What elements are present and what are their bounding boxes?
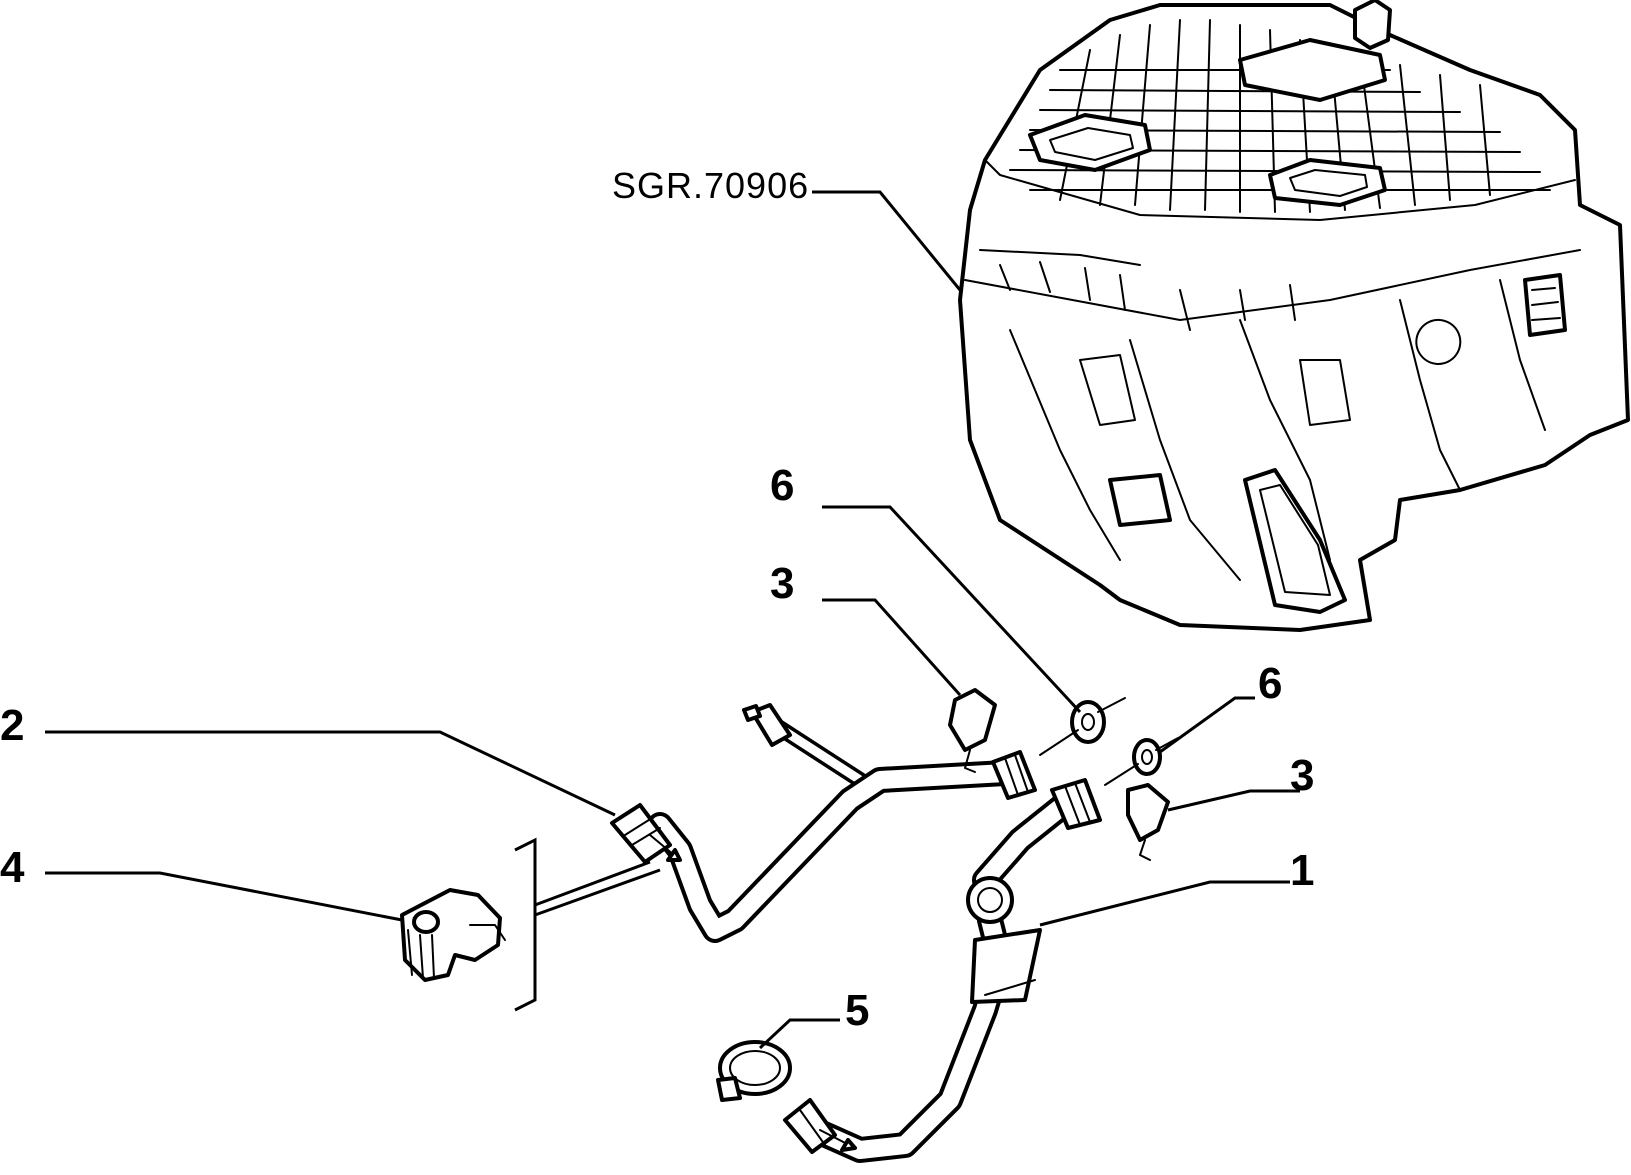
callout-3a: 3	[770, 559, 794, 608]
hose-2-left-fitting	[610, 803, 672, 864]
callout-3b: 3	[1290, 751, 1314, 800]
hvac-unit-assembly	[958, 0, 1630, 632]
hvac-vent-top	[1238, 38, 1387, 102]
hvac-front-panel-edges	[964, 249, 1581, 581]
hvac-top-bracket	[1353, 0, 1392, 50]
hose-assembly-1	[783, 778, 1102, 1163]
mounting-bracket-4	[400, 837, 537, 1012]
hvac-lower-outlet	[1108, 473, 1172, 527]
hvac-top-face-edge	[984, 159, 1576, 221]
reference-code-label: SGR.70906	[612, 165, 809, 206]
clip-upper	[948, 688, 997, 773]
callout-1: 1	[1290, 846, 1314, 895]
o-ring-upper	[1039, 697, 1126, 756]
hose-1-lower-fitting	[783, 1098, 837, 1154]
callout-6b: 6	[1258, 659, 1282, 708]
leader-lines	[45, 190, 1300, 1050]
o-ring-lower	[1104, 737, 1179, 786]
hvac-vent-left	[1028, 113, 1152, 172]
hvac-lower-duct	[1243, 468, 1347, 614]
leader-4-bracket-b	[534, 860, 651, 907]
callout-6a: 6	[770, 461, 794, 510]
leader-2	[45, 730, 616, 817]
callout-5: 5	[845, 986, 869, 1035]
clip-lower	[1126, 783, 1170, 861]
leader-3b	[1167, 789, 1300, 812]
hose-assembly-2	[610, 703, 1037, 943]
callout-4: 4	[0, 843, 25, 892]
leader-ref	[812, 190, 962, 291]
hose-1-loop	[966, 876, 1014, 924]
leader-4-bracket-a	[534, 868, 661, 917]
leader-5	[758, 1018, 840, 1050]
hose-clamp-5	[716, 1040, 792, 1102]
leader-3a	[822, 598, 962, 697]
callout-2: 2	[0, 701, 24, 750]
leader-6b	[1159, 696, 1255, 754]
hose-1-sleeve	[970, 928, 1042, 1004]
leader-1	[1039, 880, 1290, 927]
leader-6a	[822, 505, 1082, 714]
leader-4	[45, 871, 403, 922]
hose-2-right-fitting	[991, 750, 1037, 800]
hvac-vent-right	[1268, 158, 1387, 207]
